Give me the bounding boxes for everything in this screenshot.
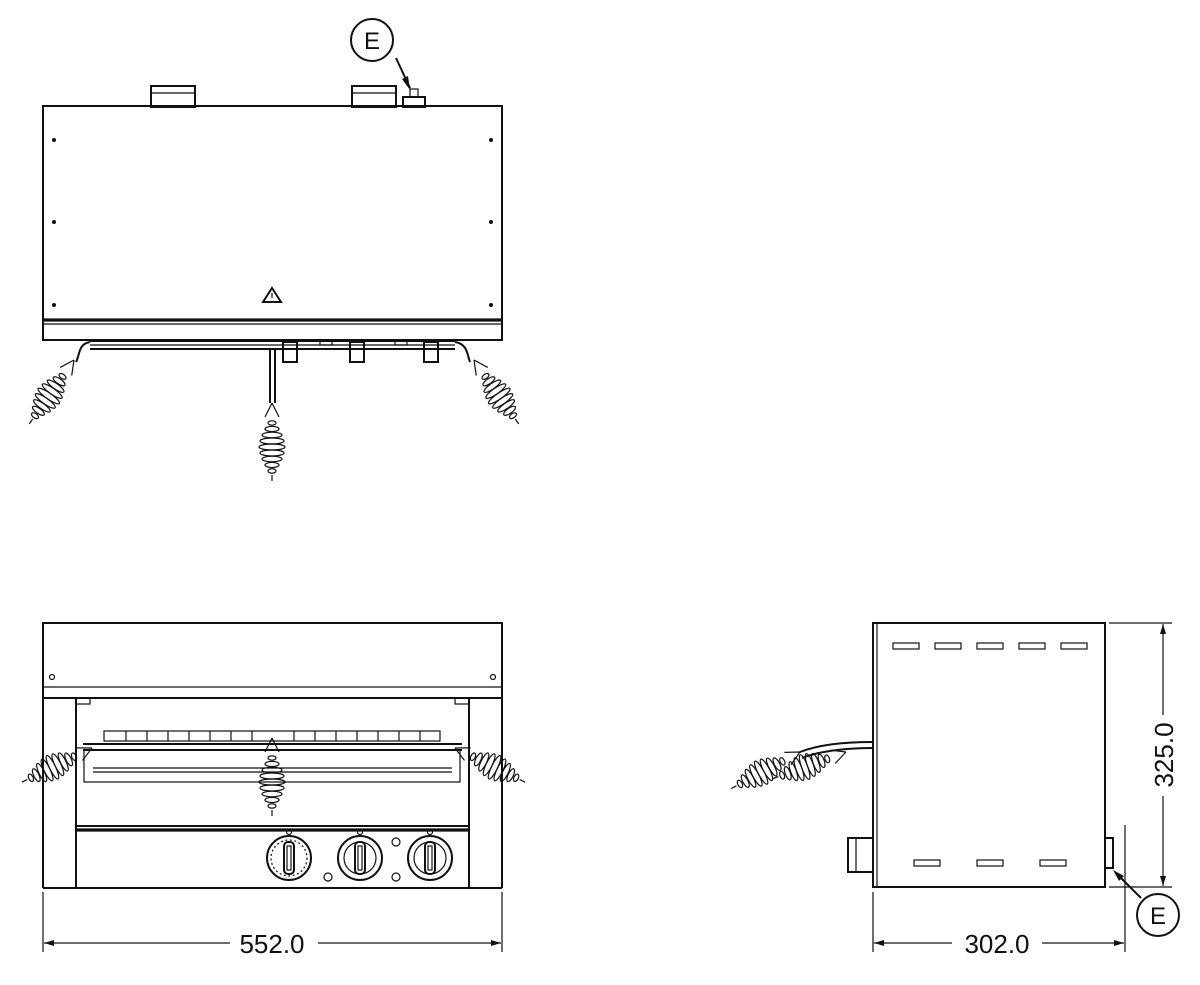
callout-label-side: E [1150, 903, 1166, 930]
height-dimension: 325.0 [1149, 722, 1179, 787]
timer-knob [266, 828, 312, 881]
callout-bubble-top: E [350, 18, 394, 62]
width-dimension: 552.0 [239, 929, 304, 959]
control-knob-middle [337, 828, 383, 881]
vent-slots-bottom [913, 859, 1067, 867]
side-view: 325.0 302.0 E [724, 622, 1180, 959]
hot-surface-warning-icon [261, 286, 283, 303]
control-knob-right [407, 828, 453, 881]
depth-dimension: 302.0 [964, 929, 1029, 959]
top-view: E [18, 18, 530, 482]
vent-slots-top [892, 642, 1088, 650]
grill-rack [125, 731, 421, 741]
front-view: 552.0 [15, 622, 532, 959]
callout-bubble-side: E [1136, 893, 1180, 937]
callout-label-top: E [364, 28, 380, 55]
